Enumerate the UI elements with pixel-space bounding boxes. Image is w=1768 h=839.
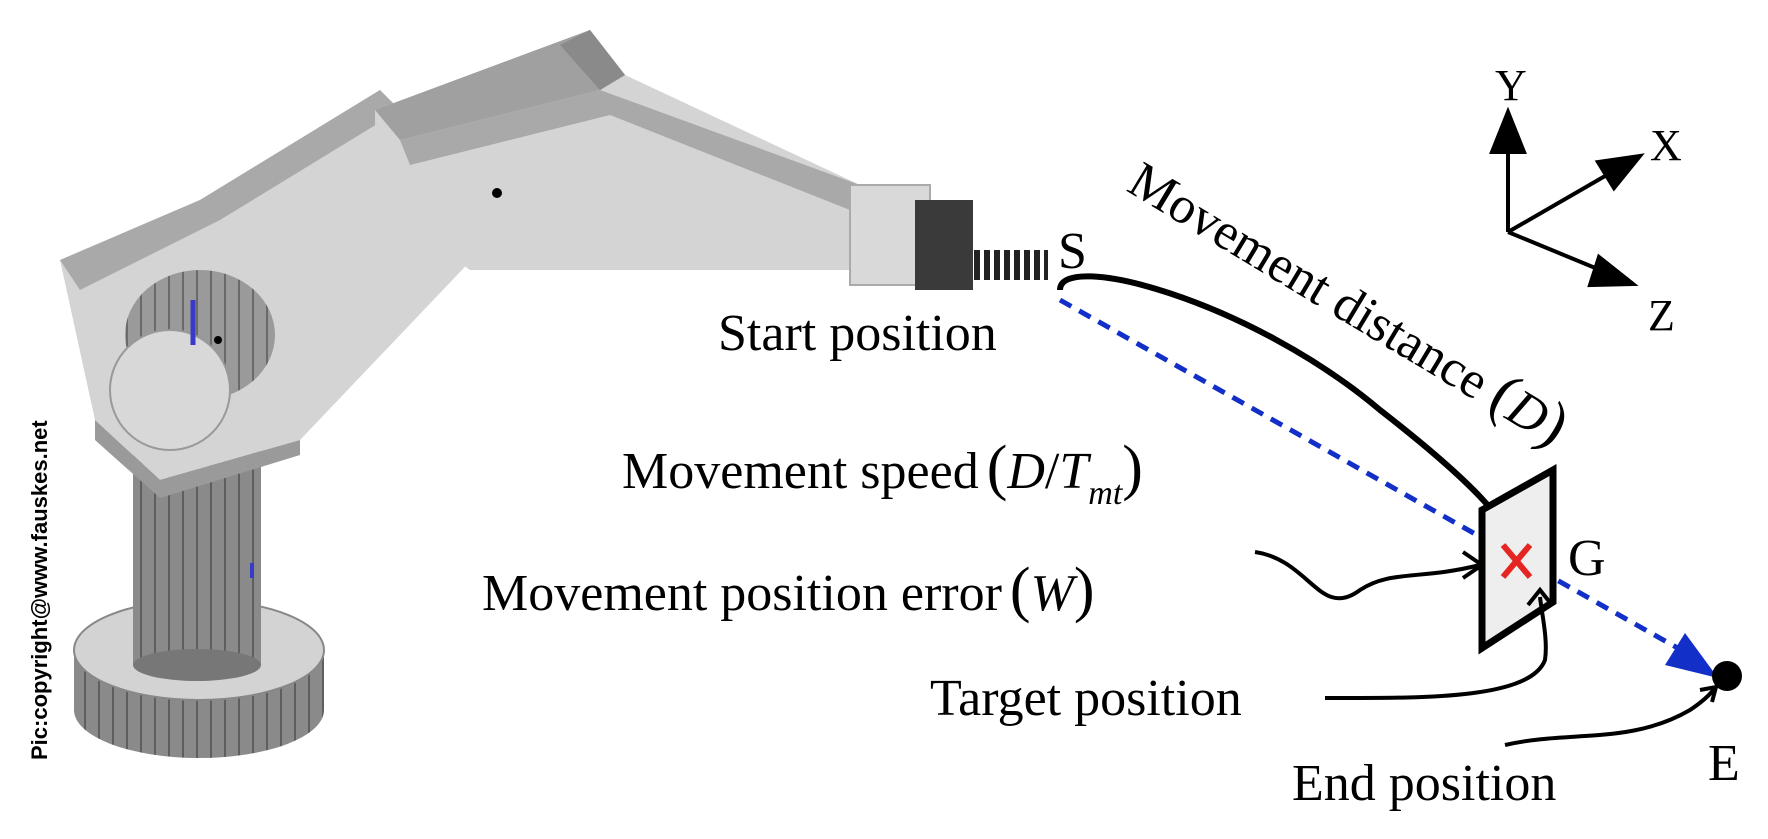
end-point-label: E: [1708, 735, 1740, 792]
error-symbol: W: [1031, 565, 1079, 622]
end-position-label: End position: [1292, 755, 1556, 812]
axis-label-y: Y: [1495, 61, 1527, 110]
speed-open-paren: (: [987, 434, 1008, 502]
ideal-path-line: [1058, 297, 1692, 658]
error-open-paren: (: [1010, 556, 1031, 624]
end-point-marker: [1712, 661, 1742, 691]
movement-speed-text: Movement speed: [622, 443, 979, 500]
copyright-notice: Pic:copyright@www.fauskes.net: [27, 420, 52, 760]
position-error-text: Movement position error: [482, 565, 1002, 622]
start-point-label: S: [1058, 223, 1087, 280]
coordinate-axes: [1489, 106, 1645, 288]
target-leader: [1324, 596, 1548, 701]
target-point-label: G: [1568, 530, 1606, 587]
axis-label-z: Z: [1648, 291, 1675, 340]
axis-label-x: X: [1650, 121, 1682, 170]
speed-denominator: T: [1059, 443, 1091, 500]
target-position-label: Target position: [930, 670, 1242, 727]
leader-lines: [1254, 550, 1717, 747]
ideal-path-arrowhead: [1665, 633, 1718, 678]
target-mark: [1500, 543, 1533, 579]
leader-arrowheads: [1461, 550, 1719, 703]
error-leader: [1254, 550, 1481, 601]
position-error-label: Movement position error(W): [482, 556, 1095, 624]
speed-numerator: D: [1006, 443, 1045, 500]
robot-arm-illustration: [60, 30, 1048, 758]
movement-speed-label: Movement speed(D/Tmt): [622, 434, 1143, 512]
robot-upper-arm: [375, 30, 860, 270]
robot-shoulder-joint: [109, 270, 275, 451]
robot-wrist: [849, 184, 1048, 290]
start-position-label: Start position: [718, 305, 997, 362]
speed-slash: /: [1045, 443, 1060, 500]
movement-distance-text: Movement distance: [1119, 151, 1499, 410]
error-close-paren: ): [1074, 556, 1095, 624]
speed-subscript: mt: [1088, 475, 1124, 512]
speed-close-paren: ): [1122, 434, 1143, 502]
end-leader: [1504, 686, 1717, 747]
